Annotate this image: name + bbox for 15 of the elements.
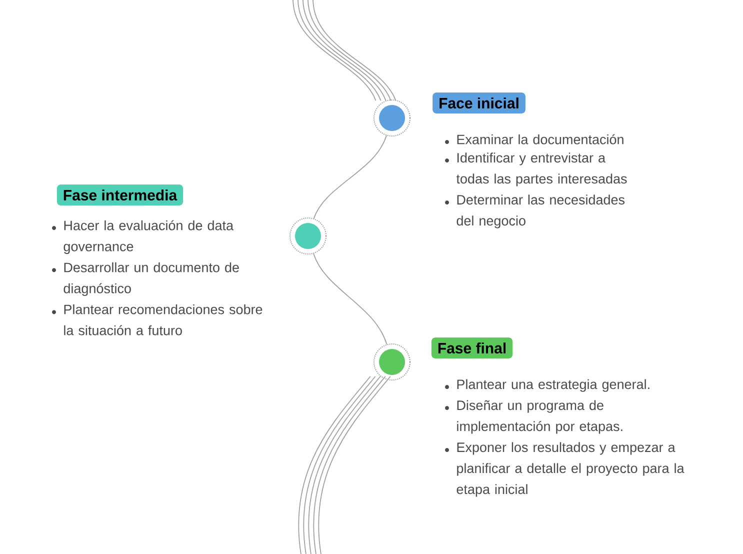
timeline-circle	[374, 100, 410, 136]
bullet-item: Hacer la evaluación de data governance	[52, 220, 234, 254]
bullet-item: Diseñar un programa de implementación por etapas.	[445, 400, 622, 434]
bullet-item: Plantear recomendaciones sobre la situación a futuro	[52, 304, 262, 336]
timeline-circle	[290, 218, 326, 254]
bullet-item: Desarrollar un documento de diagnóstico	[52, 262, 239, 296]
timeline-circle	[374, 344, 410, 380]
phase-heading-box: Fase final	[431, 338, 513, 358]
phase-heading-box: Face inicial	[432, 92, 526, 114]
bullet-item: Examinar la documentación	[445, 134, 624, 144]
bullet-item: Determinar las necesidades del negocio	[445, 194, 624, 228]
bullet-item: Exponer los resultados y empezar a planificar a detalle el proyecto para la etapa inicial	[445, 442, 684, 497]
bullet-item: Plantear una estrategia general.	[445, 379, 650, 392]
bullet-item: Identificar y entrevistar a todas las partes interesadas	[445, 152, 627, 186]
phase-heading-box: Fase intermedia	[56, 184, 184, 206]
